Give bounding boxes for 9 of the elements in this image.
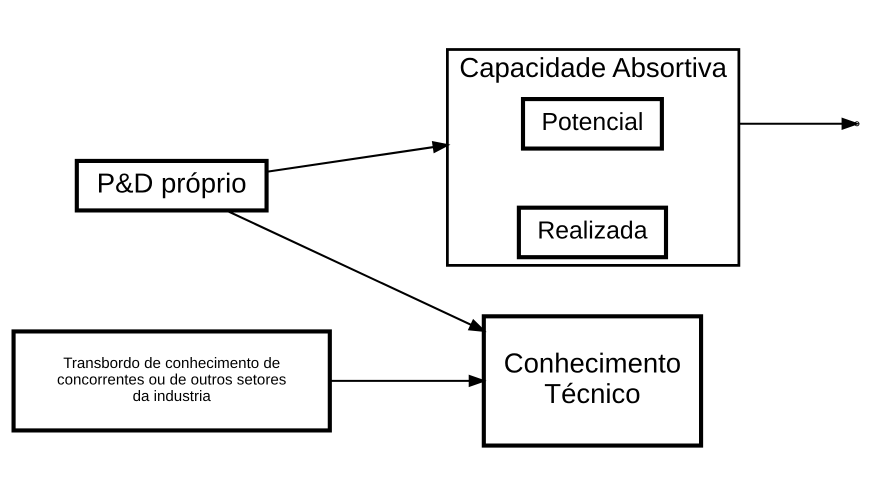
node-box: P&D próprio [74, 158, 269, 212]
node-box: Potencial [520, 96, 664, 151]
node-box: Conhecimento Técnico [482, 314, 704, 448]
node-box: Transbordo de conhecimento de concorrentes ou de outros setores da industria [12, 329, 332, 432]
arrow [330, 374, 487, 388]
arrow [266, 140, 450, 173]
arrow [226, 210, 487, 332]
node-box: Realizada [516, 206, 668, 260]
arrow [738, 117, 860, 130]
